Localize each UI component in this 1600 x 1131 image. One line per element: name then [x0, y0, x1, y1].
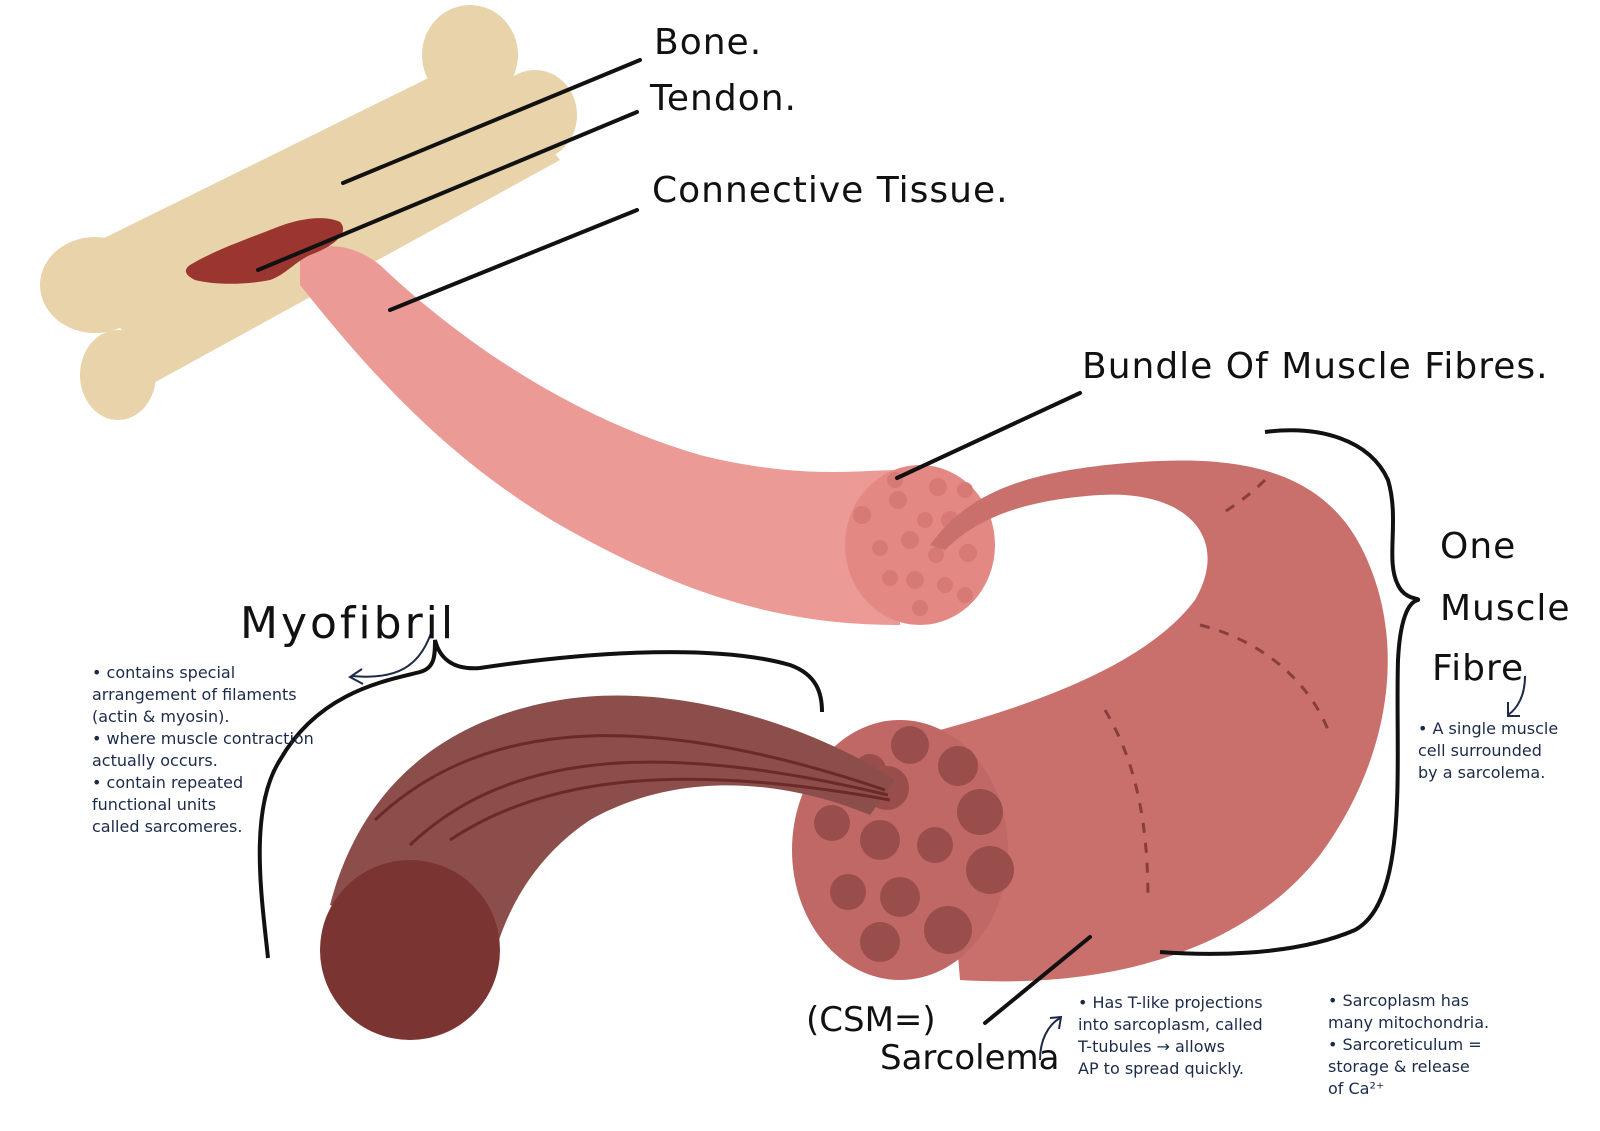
muscle-label: Muscle — [1440, 588, 1571, 629]
fibre-bracket — [1159, 428, 1421, 956]
bone-leader — [341, 58, 642, 185]
sarcolema-arrow-icon — [1039, 1015, 1063, 1061]
tendon-leader — [256, 110, 639, 272]
sarcolema-label: Sarcolema — [880, 1038, 1060, 1078]
note-line: • contain repeated — [92, 773, 244, 792]
fibre-label: Fibre — [1432, 648, 1525, 689]
connective-leader — [388, 208, 639, 312]
myofibril-label: Myofibril — [240, 598, 457, 649]
note-line: of Ca²⁺ — [1328, 1079, 1385, 1098]
myofibril-arrow-icon — [348, 629, 433, 685]
bundle-cross-section — [845, 465, 995, 625]
note-line: • Sarcoreticulum = — [1328, 1035, 1482, 1054]
muscle-bundle-illustration — [300, 246, 900, 626]
fibre-arrow-icon — [1507, 675, 1526, 717]
note-line: many mitochondria. — [1328, 1013, 1490, 1032]
note-line: • where muscle contraction — [92, 729, 314, 748]
note-line: AP to spread quickly. — [1078, 1059, 1244, 1078]
note-line: (actin & myosin). — [92, 707, 230, 726]
note-line: storage & release — [1328, 1057, 1470, 1076]
one-label: One — [1440, 526, 1517, 567]
note-line: • contains special — [92, 663, 236, 682]
myofibril-filament-lines — [373, 734, 891, 847]
bone-label: Bone. — [654, 22, 763, 63]
leader-lines — [256, 58, 1092, 1025]
fibre-dashed-lines — [1103, 478, 1332, 901]
note-line: arrangement of filaments — [92, 685, 297, 704]
note-line: by a sarcolema. — [1418, 763, 1546, 782]
csm-label: (CSM=) — [806, 1000, 936, 1040]
annotation-arrows — [348, 629, 1526, 1061]
sarcolema-leader — [983, 935, 1092, 1025]
bundle-label: Bundle Of Muscle Fibres. — [1082, 346, 1549, 387]
note-line: functional units — [92, 795, 217, 814]
note-line: T-tubules → allows — [1078, 1037, 1225, 1056]
note-line: • Has T-like projections — [1078, 993, 1263, 1012]
note-line: cell surrounded — [1418, 741, 1542, 760]
connective-tissue-label: Connective Tissue. — [652, 170, 1009, 211]
note-line: called sarcomeres. — [92, 817, 243, 836]
bone-illustration — [40, 5, 577, 420]
tendon-illustration — [185, 218, 344, 284]
myofibril-notes: • contains special arrangement of filame… — [92, 662, 314, 838]
sarcoplasm-notes: • Sarcoplasm has many mitochondria. • Sa… — [1328, 990, 1489, 1100]
bundle-leader — [895, 391, 1082, 480]
myofibril-end — [320, 860, 500, 1040]
myofibril-bracket — [257, 639, 824, 959]
note-line: into sarcoplasm, called — [1078, 1015, 1263, 1034]
muscle-fibre-notes: • A single muscle cell surrounded by a s… — [1418, 718, 1558, 784]
note-line: • A single muscle — [1418, 719, 1559, 738]
sarcolema-notes: • Has T-like projections into sarcoplasm… — [1078, 992, 1263, 1080]
tendon-label: Tendon. — [650, 78, 797, 119]
note-line: actually occurs. — [92, 751, 218, 770]
note-line: • Sarcoplasm has — [1328, 991, 1469, 1010]
muscle-fibre-illustration — [930, 460, 1388, 982]
